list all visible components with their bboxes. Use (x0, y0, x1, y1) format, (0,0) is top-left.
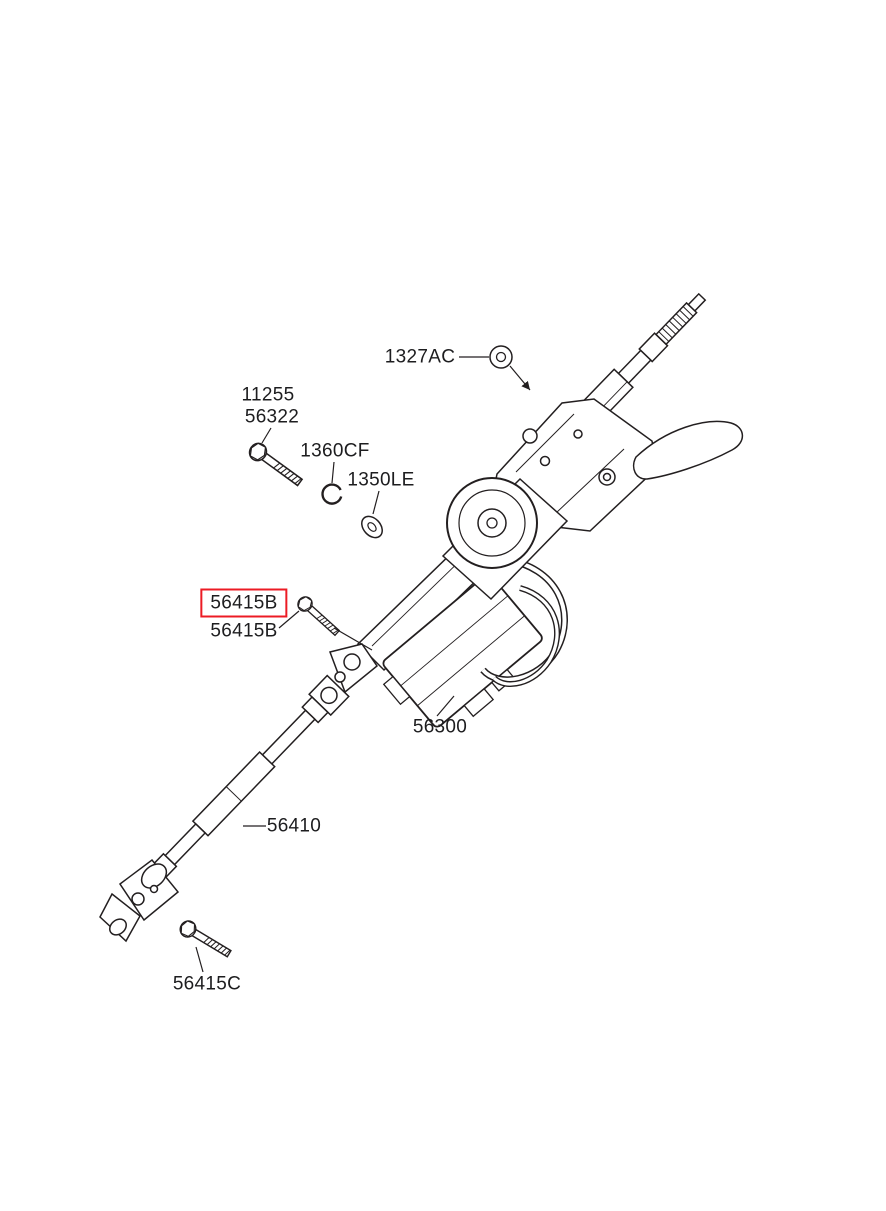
part-label-56415B-selected[interactable]: 56415B (200, 588, 288, 618)
part-label-56300[interactable]: 56300 (412, 716, 468, 738)
part-label-1350LE[interactable]: 1350LE (347, 469, 415, 491)
ecu-bracket-assembly (382, 573, 543, 728)
bolt-11255-56322 (245, 439, 306, 491)
snap-ring-1360CF (321, 483, 343, 505)
mdps-motor (441, 477, 569, 601)
upper-universal-joint (329, 643, 379, 694)
part-label-1360CF[interactable]: 1360CF (300, 440, 370, 462)
grommet-1327AC (489, 345, 513, 369)
part-label-56410[interactable]: 56410 (266, 815, 322, 837)
bolt-56415C (176, 917, 235, 962)
washer-1350LE (361, 515, 383, 539)
part-label-56415B[interactable]: 56415B (210, 620, 278, 642)
part-label-1327AC[interactable]: 1327AC (384, 346, 456, 368)
bolt-56415B (294, 593, 343, 640)
lower-universal-joint (99, 858, 180, 943)
wiring-harness (480, 556, 568, 688)
part-label-11255[interactable]: 11255 (241, 384, 295, 406)
intermediate-shaft (152, 674, 350, 878)
part-label-56322[interactable]: 56322 (244, 406, 300, 428)
leader-lines (195, 356, 531, 973)
tilt-lever (632, 420, 744, 480)
part-label-56415C[interactable]: 56415C (172, 973, 242, 995)
